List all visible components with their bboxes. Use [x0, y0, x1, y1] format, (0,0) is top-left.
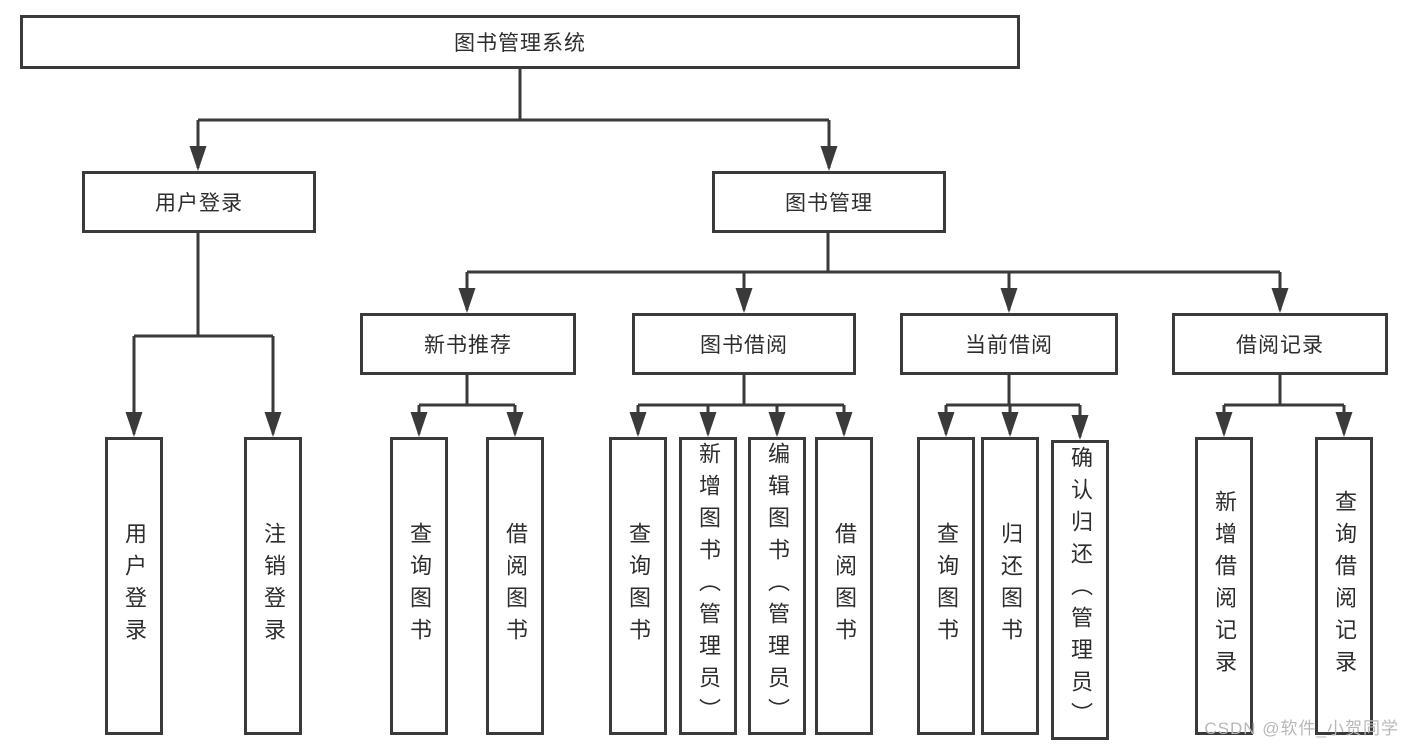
node-book-borrow: 图书借阅 [632, 313, 856, 375]
leaf-label: 编辑图书（管理员） [765, 442, 790, 730]
node-label: 图书借阅 [700, 334, 788, 357]
leaf-label: 归还图书 [998, 522, 1023, 650]
node-borrow-records: 借阅记录 [1172, 313, 1388, 375]
leaf-label: 新增借阅记录 [1212, 490, 1237, 682]
leaf-label: 借阅图书 [503, 522, 528, 650]
node-current-borrow: 当前借阅 [900, 313, 1118, 375]
node-book-management: 图书管理 [712, 171, 946, 233]
leaf-add-book-admin: 新增图书（管理员） [679, 437, 737, 735]
arrowheads [125, 146, 1353, 440]
leaf-query-books: 查询图书 [609, 437, 667, 735]
node-new-book-recommend: 新书推荐 [360, 313, 576, 375]
leaf-logout: 注销登录 [244, 437, 302, 735]
leaf-label: 查询图书 [407, 522, 432, 650]
leaf-confirm-return-admin: 确认归还（管理员） [1051, 440, 1109, 740]
node-label: 借阅记录 [1236, 334, 1324, 357]
leaf-label: 确认归还（管理员） [1068, 446, 1093, 734]
leaf-label: 查询图书 [626, 522, 651, 650]
leaf-label: 借阅图书 [832, 522, 857, 650]
leaf-label: 注销登录 [261, 522, 286, 650]
leaf-label: 用户登录 [122, 522, 147, 650]
leaf-edit-book-admin: 编辑图书（管理员） [748, 437, 806, 735]
leaf-user-login: 用户登录 [105, 437, 163, 735]
leaf-borrow-books: 借阅图书 [486, 437, 544, 735]
node-user-login: 用户登录 [82, 171, 316, 233]
node-label: 用户登录 [155, 192, 243, 215]
node-label: 图书管理 [785, 192, 873, 215]
leaf-query-books: 查询图书 [390, 437, 448, 735]
csdn-watermark: CSDN @软件_小贺同学 [1204, 719, 1399, 738]
leaf-add-borrow-record: 新增借阅记录 [1195, 437, 1253, 735]
node-library-system: 图书管理系统 [20, 15, 1020, 69]
leaf-query-borrow-record: 查询借阅记录 [1315, 437, 1373, 735]
node-label: 新书推荐 [424, 334, 512, 357]
leaf-query-books: 查询图书 [917, 437, 975, 735]
leaf-borrow-books: 借阅图书 [815, 437, 873, 735]
node-label: 图书管理系统 [454, 32, 586, 55]
leaf-label: 查询借阅记录 [1332, 490, 1357, 682]
leaf-label: 查询图书 [934, 522, 959, 650]
leaf-return-books: 归还图书 [981, 437, 1039, 735]
node-label: 当前借阅 [965, 334, 1053, 357]
leaf-label: 新增图书（管理员） [696, 442, 721, 730]
